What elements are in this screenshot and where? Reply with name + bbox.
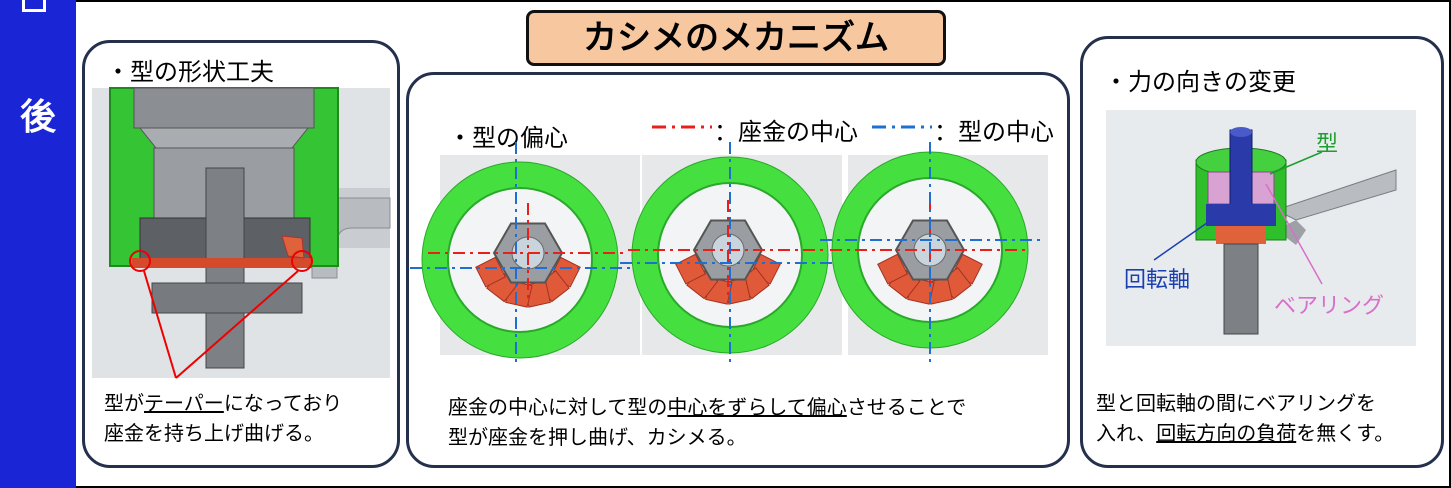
- caption-text: させることで: [846, 395, 967, 419]
- heading-eccentric: ・型の偏心: [448, 124, 568, 152]
- caption-text: を無くす。: [1296, 421, 1395, 445]
- bearing-mold-image: [1106, 110, 1416, 346]
- sidebar-label: 後: [19, 97, 56, 138]
- mold-cross-section-image: [92, 87, 391, 379]
- caption-eccentric: 座金の中心に対して型の中心をずらして偏心させることで 型が座金を押し曲げ、カシメ…: [448, 392, 966, 452]
- legend-washer-line: [652, 125, 712, 129]
- heading-shape-design: ・型の形状工夫: [106, 58, 274, 86]
- legend-mold-line: [872, 125, 932, 129]
- sidebar: 後: [0, 0, 76, 488]
- caption-shape-design: 型がテーパーになっており 座金を持ち上げ曲げる。: [104, 388, 342, 448]
- eccentric-diagrams: [410, 142, 1048, 365]
- caption-line: 型と回転軸の間にベアリングを: [1096, 391, 1376, 415]
- caption-highlight: 回転方向の負荷: [1156, 421, 1297, 445]
- caption-highlight: テーパー: [144, 391, 224, 415]
- caption-line: 型が座金を押し曲げ、カシメる。: [448, 425, 747, 449]
- caption-line: 座金を持ち上げ曲げる。: [104, 421, 324, 445]
- legend-washer-label: ：座金の中心: [714, 118, 858, 146]
- caption-text: 入れ、: [1096, 421, 1157, 445]
- label-shaft: 回転軸: [1124, 268, 1191, 293]
- sidebar-marker: [22, 0, 46, 12]
- legend-mold-label: ：型の中心: [934, 118, 1054, 146]
- leader-bearing: [1265, 183, 1323, 285]
- caption-text: 座金の中心に対して型の: [448, 395, 668, 419]
- label-bearing: ベアリング: [1274, 294, 1385, 319]
- heading-force-direction: ・力の向きの変更: [1104, 68, 1296, 96]
- caption-text: になっており: [223, 391, 343, 415]
- caption-force-direction: 型と回転軸の間にベアリングを 入れ、回転方向の負荷を無くす。: [1096, 388, 1394, 448]
- washer-tab: [877, 253, 909, 285]
- leader-mold: [1269, 151, 1323, 175]
- leader-shaft: [1153, 217, 1215, 261]
- washer-tab: [675, 253, 707, 285]
- caption-text: 型が: [104, 391, 144, 415]
- caption-highlight: 中心をずらして偏心: [667, 395, 847, 419]
- title-banner: カシメのメカニズム: [526, 10, 946, 66]
- label-mold: 型: [1316, 132, 1339, 157]
- washer-tab: [475, 256, 507, 288]
